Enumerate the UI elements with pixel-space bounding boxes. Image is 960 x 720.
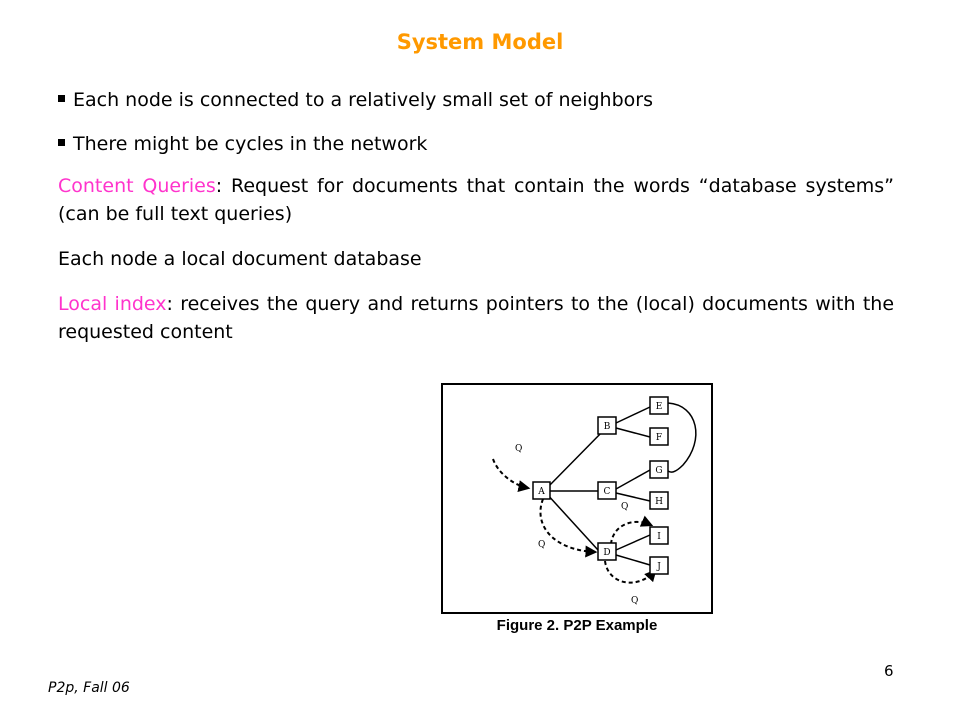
node-f: F — [656, 433, 662, 443]
edge-a-b — [545, 427, 607, 490]
node-a: A — [537, 487, 545, 497]
p2p-network-diagram: Q Q Q Q A B C D E F G H I J — [492, 396, 697, 606]
edge-b-f — [615, 427, 651, 438]
bullet-text: Each node is connected to a relatively s… — [73, 89, 653, 111]
bullet-square-icon — [58, 139, 65, 146]
node-e: E — [656, 402, 663, 412]
node-i: I — [657, 532, 661, 542]
bullet-text: There might be cycles in the network — [73, 133, 428, 155]
query-label: Q — [621, 502, 628, 512]
query-arrow-d-i — [610, 515, 654, 545]
node-d: D — [603, 548, 610, 558]
slide-footer: P2p, Fall 06 — [48, 680, 130, 696]
content-queries-paragraph: Content Queries: Request for documents t… — [58, 172, 894, 228]
edge-a-d — [545, 492, 599, 551]
edge-b-e — [615, 406, 651, 424]
query-label: Q — [515, 444, 522, 454]
edge-c-g — [615, 469, 651, 490]
node-c: C — [604, 487, 611, 497]
query-arrow-in — [492, 458, 531, 492]
bullet-item: Each node is connected to a relatively s… — [58, 89, 653, 111]
page-number: 6 — [884, 662, 894, 680]
bullet-square-icon — [58, 95, 65, 102]
p2p-figure: Q Q Q Q A B C D E F G H I J — [441, 383, 713, 614]
bullet-item: There might be cycles in the network — [58, 133, 427, 155]
local-index-term: Local index — [58, 293, 167, 315]
node-b: B — [604, 422, 611, 432]
query-label: Q — [538, 540, 545, 550]
node-j: J — [656, 562, 661, 572]
content-queries-text: : Request for documents that contain the… — [58, 175, 894, 225]
query-arrow-d-j — [604, 560, 657, 584]
query-arrow-a-d — [539, 498, 598, 558]
local-index-paragraph: Local index: receives the query and retu… — [58, 290, 894, 346]
node-h: H — [655, 497, 663, 507]
figure-caption: Figure 2. P2P Example — [496, 617, 658, 634]
slide-title: System Model — [396, 30, 564, 54]
content-queries-term: Content Queries — [58, 175, 216, 197]
local-index-text: : receives the query and returns pointer… — [58, 293, 895, 343]
edge-c-h — [615, 492, 651, 502]
node-g: G — [655, 466, 662, 476]
edge-e-g-cycle — [667, 402, 697, 473]
edge-d-i — [615, 534, 651, 551]
query-label: Q — [631, 596, 638, 606]
edge-d-j — [615, 554, 651, 566]
local-db-paragraph: Each node a local document database — [58, 248, 422, 270]
